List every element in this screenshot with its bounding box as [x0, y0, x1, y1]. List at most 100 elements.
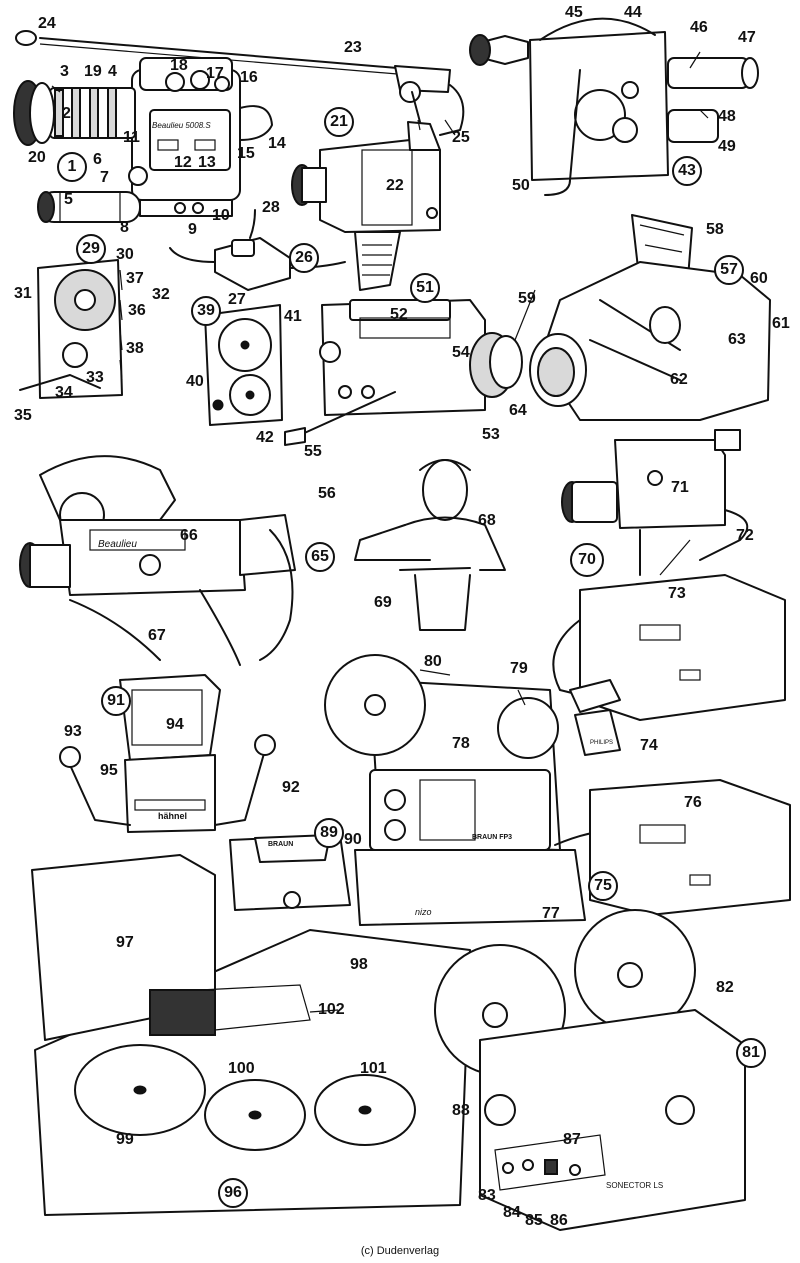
label-18: 18 — [170, 57, 188, 74]
person-68-drawing — [354, 459, 506, 631]
label-15: 15 — [237, 145, 255, 162]
camera1-brand-text: Beaulieu 5008.S — [152, 121, 211, 130]
label-65: 65 — [305, 542, 335, 572]
label-29: 29 — [76, 234, 106, 264]
label-24: 24 — [38, 15, 56, 32]
label-69: 69 — [374, 594, 392, 611]
label-87: 87 — [563, 1131, 581, 1148]
sound-projector-78-drawing — [324, 654, 621, 926]
label-79: 79 — [510, 660, 528, 677]
label-40: 40 — [186, 373, 204, 390]
copyright-notice: (c) Dudenverlag — [360, 1245, 440, 1257]
label-11: 11 — [123, 129, 140, 146]
label-12: 12 — [174, 154, 192, 171]
label-77: 77 — [542, 905, 560, 922]
cartridge-29-drawing — [19, 259, 123, 399]
label-66: 66 — [180, 527, 198, 544]
cartridge-39-drawing — [204, 304, 283, 426]
label-62: 62 — [670, 371, 688, 388]
label-86: 86 — [550, 1212, 568, 1229]
label-54: 54 — [452, 344, 470, 361]
label-74: 74 — [640, 737, 658, 754]
label-30: 30 — [116, 246, 134, 263]
label-47: 47 — [738, 29, 756, 46]
label-45: 45 — [565, 4, 583, 21]
label-42: 42 — [256, 429, 274, 446]
label-26: 26 — [289, 243, 319, 273]
label-80: 80 — [424, 653, 442, 670]
label-49: 49 — [718, 138, 736, 155]
box77-brand-text: nizo — [415, 907, 432, 917]
label-4: 4 — [108, 63, 117, 80]
label-56: 56 — [318, 485, 336, 502]
sound-camera-1-drawing — [13, 30, 465, 223]
label-1: 1 — [57, 152, 87, 182]
camera-recorder-70-drawing — [552, 429, 786, 756]
projection-unit-57-drawing — [529, 214, 771, 421]
label-100: 100 — [228, 1060, 255, 1077]
camera66-brand-text: Beaulieu — [98, 539, 137, 550]
label-41: 41 — [284, 308, 302, 325]
label-57: 57 — [714, 255, 744, 285]
projector-81-drawing — [434, 909, 746, 1231]
label-33: 33 — [86, 369, 104, 386]
label-101: 101 — [360, 1060, 387, 1077]
label-36: 36 — [128, 302, 146, 319]
label-31: 31 — [14, 285, 32, 302]
sound-camera-21-drawing — [291, 121, 441, 291]
label-10: 10 — [212, 207, 230, 224]
label-78: 78 — [452, 735, 470, 752]
label-9: 9 — [188, 221, 197, 238]
label-55: 55 — [304, 443, 322, 460]
label-2: 2 — [62, 105, 71, 122]
label-92: 92 — [282, 779, 300, 796]
label-89: 89 — [314, 818, 344, 848]
camera-operator-65-drawing — [19, 455, 296, 666]
label-19: 19 — [84, 63, 102, 80]
label-76: 76 — [684, 794, 702, 811]
label-51: 51 — [410, 273, 440, 303]
label-60: 60 — [750, 270, 768, 287]
label-85: 85 — [525, 1212, 543, 1229]
label-5: 5 — [64, 191, 73, 208]
label-63: 63 — [728, 331, 746, 348]
label-13: 13 — [198, 154, 216, 171]
label-7: 7 — [100, 169, 109, 186]
film-viewer-91-drawing — [59, 674, 276, 833]
label-70: 70 — [570, 543, 604, 577]
projector81-brand-text: SONECTOR LS — [606, 1181, 664, 1190]
recorder-brand-text: PHILIPS — [590, 740, 614, 746]
label-59: 59 — [518, 290, 536, 307]
label-90: 90 — [344, 831, 362, 848]
camera-43-drawing — [469, 17, 759, 196]
label-43: 43 — [672, 156, 702, 186]
label-61: 61 — [772, 315, 790, 332]
label-67: 67 — [148, 627, 166, 644]
editing-table-96-drawing — [31, 854, 471, 1216]
splicer-brand-text: BRAUN — [268, 841, 294, 848]
label-16: 16 — [240, 69, 258, 86]
label-71: 71 — [671, 479, 689, 496]
label-17: 17 — [206, 65, 224, 82]
label-82: 82 — [716, 979, 734, 996]
label-6: 6 — [93, 151, 102, 168]
label-44: 44 — [624, 4, 642, 21]
label-93: 93 — [64, 723, 82, 740]
label-14: 14 — [268, 135, 286, 152]
label-46: 46 — [690, 19, 708, 36]
label-48: 48 — [718, 108, 736, 125]
label-88: 88 — [452, 1102, 470, 1119]
label-21: 21 — [324, 107, 354, 137]
label-25: 25 — [452, 129, 470, 146]
label-73: 73 — [668, 585, 686, 602]
label-98: 98 — [350, 956, 368, 973]
label-84: 84 — [503, 1204, 521, 1221]
label-35: 35 — [14, 407, 32, 424]
label-95: 95 — [100, 762, 118, 779]
label-34: 34 — [55, 384, 73, 401]
projector-brand-text: BRAUN FP3 — [472, 834, 513, 841]
label-23: 23 — [344, 39, 362, 56]
label-39: 39 — [191, 296, 221, 326]
label-3: 3 — [60, 63, 69, 80]
label-91: 91 — [101, 686, 131, 716]
